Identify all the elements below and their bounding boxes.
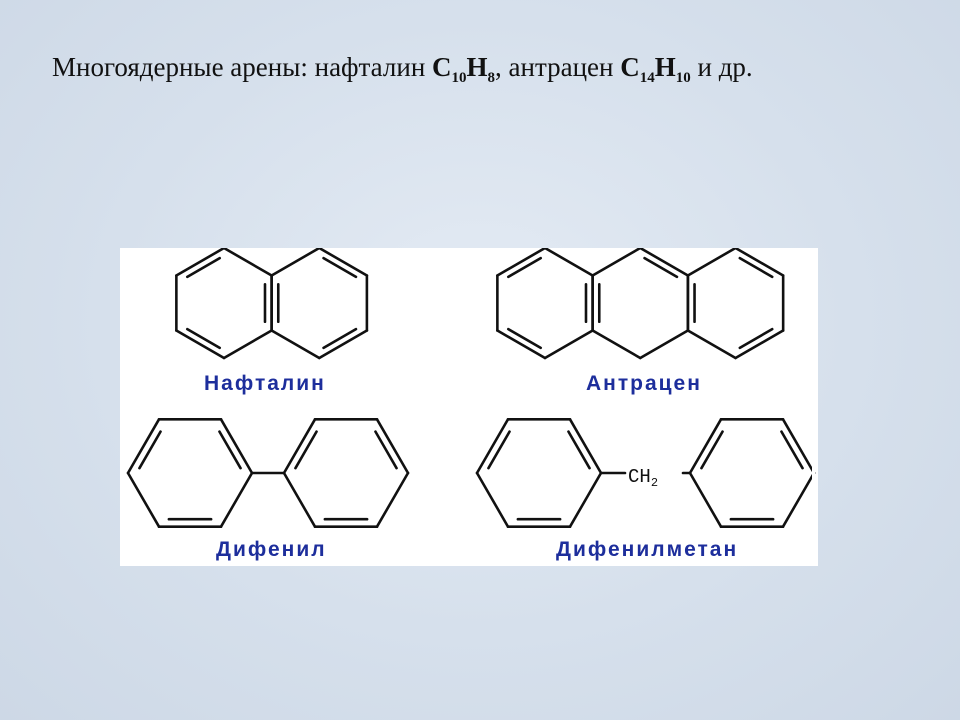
title-middle: , антрацен — [495, 52, 621, 82]
anthracene-ring-bond — [734, 248, 785, 277]
biphenyl-ring-bond — [126, 471, 161, 528]
anthracene-ring-bond — [686, 329, 737, 360]
naphthalene-ring-bond — [317, 248, 369, 277]
anthracene-ring-double-bond — [506, 327, 543, 350]
naphthalene-ring-double-bond — [185, 327, 222, 350]
title-prefix: Многоядерные арены: нафталин — [52, 52, 433, 82]
biphenyl-ring-double-bond — [218, 430, 242, 470]
diphenylmethane-ring-double-bond — [567, 430, 591, 470]
diphenylmethane-ring-bond — [568, 418, 603, 475]
structures-drawing — [126, 248, 816, 528]
anthracene-ring-bond — [591, 248, 642, 277]
biphenyl-ring-bond — [282, 418, 317, 475]
diphenylmethane-ring-double-bond — [700, 430, 724, 470]
anthracene-ring-bond — [638, 248, 690, 277]
naphthalene-label: Нафталин — [204, 372, 326, 395]
naphthalene-ring-bond — [222, 329, 273, 360]
slide-title: Многоядерные арены: нафталин C10H8, антр… — [52, 52, 753, 87]
diphenylmethane-ring-bond — [781, 471, 816, 528]
biphenyl-ring-bond — [219, 471, 254, 528]
anthracene-ring-bond — [496, 329, 547, 360]
diphenylmethane-ring-bond — [475, 418, 510, 475]
diphenylmethane-ring-double-bond — [780, 430, 804, 470]
anthracene-ring-double-bond — [738, 256, 774, 279]
biphenyl-ring-bond — [375, 471, 410, 528]
anthracene-ring-double-bond — [506, 256, 543, 279]
anthracene-ring-bond — [591, 329, 642, 360]
anthracene-ring-bond — [543, 329, 594, 360]
biphenyl-ring-bond — [282, 471, 317, 528]
naphthalene-formula: C10H8 — [432, 52, 496, 86]
naphthalene-ring-double-bond — [185, 256, 222, 279]
biphenyl-ring-bond — [375, 418, 410, 475]
naphthalene-ring-bond — [270, 329, 321, 360]
naphthalene-ring-double-bond — [322, 256, 358, 279]
anthracene-ring-double-bond — [643, 256, 679, 279]
anthracene-ring-bond — [496, 248, 547, 277]
anthracene-ring-bond — [543, 248, 594, 277]
naphthalene-ring-bond — [222, 248, 273, 277]
title-suffix: и др. — [690, 52, 753, 82]
anthracene-formula: C14H10 — [620, 52, 691, 86]
diphenylmethane-ring-bond — [688, 471, 723, 528]
diphenylmethane-ring-bond — [688, 418, 723, 475]
biphenyl-ring-bond — [219, 418, 254, 475]
naphthalene-ring-bond — [270, 248, 321, 277]
biphenyl-ring-double-bond — [374, 430, 398, 470]
anthracene-ring-bond — [686, 248, 737, 277]
diphenylmethane-ring-double-bond — [487, 430, 511, 470]
anthracene-ring-double-bond — [738, 327, 774, 350]
biphenyl-ring-double-bond — [138, 430, 162, 470]
diphenylmethane-ring-bond — [781, 418, 816, 475]
biphenyl-label: Дифенил — [216, 538, 327, 561]
naphthalene-ring-bond — [175, 248, 226, 277]
biphenyl-ring-double-bond — [294, 430, 318, 470]
ch2-group-label: CH2 — [628, 466, 659, 490]
diphenylmethane-ring-bond — [568, 471, 603, 528]
anthracene-label: Антрацен — [586, 372, 702, 395]
divider-line — [812, 248, 815, 566]
naphthalene-ring-bond — [175, 329, 226, 360]
biphenyl-ring-bond — [126, 418, 161, 475]
diphenylmethane-label: Дифенилметан — [556, 538, 739, 561]
naphthalene-ring-double-bond — [322, 327, 358, 350]
anthracene-ring-bond — [734, 329, 785, 360]
anthracene-ring-bond — [638, 329, 690, 360]
naphthalene-ring-bond — [317, 329, 369, 360]
structures-figure: Нафталин Антрацен Дифенил Дифенилметан C… — [120, 248, 818, 566]
diphenylmethane-ring-bond — [475, 471, 510, 528]
